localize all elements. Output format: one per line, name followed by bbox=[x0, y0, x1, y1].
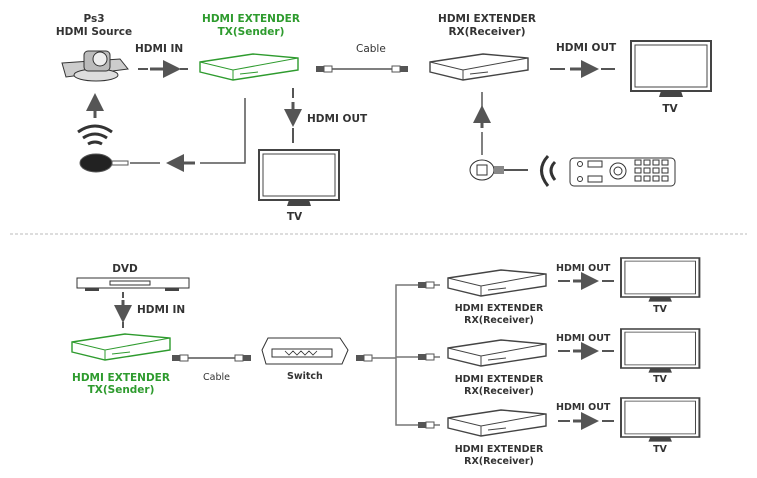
tx-label-line1: HDMI EXTENDER bbox=[202, 13, 300, 25]
rx-receiver-device-3 bbox=[447, 409, 547, 437]
cable-connection bbox=[315, 65, 409, 73]
tv-icon-2 bbox=[620, 328, 701, 374]
rx3-hdmi-out-label: HDMI OUT bbox=[556, 402, 611, 413]
source-label-line2: HDMI Source bbox=[55, 26, 133, 38]
rx-receiver-device bbox=[429, 53, 529, 81]
signal-waves-icon bbox=[540, 154, 557, 187]
tv-icon bbox=[630, 40, 712, 98]
tv-icon-1 bbox=[620, 257, 701, 303]
rx2-label-line2: RX(Receiver) bbox=[464, 386, 534, 397]
cable-label: Cable bbox=[356, 43, 386, 55]
rx-label-line2: RX(Receiver) bbox=[448, 26, 526, 38]
remote-control-icon bbox=[569, 157, 676, 187]
rx-receiver-device-1 bbox=[447, 269, 547, 297]
rx1-label-line2: RX(Receiver) bbox=[464, 315, 534, 326]
tx-sender-device bbox=[71, 333, 171, 361]
tx-label-line2: TX(Sender) bbox=[87, 384, 155, 396]
dvd-player-icon bbox=[76, 277, 190, 291]
rx3-tv-label: TV bbox=[653, 444, 667, 455]
tx-label-line2: TX(Sender) bbox=[217, 26, 285, 38]
source-label-line1: Ps3 bbox=[83, 13, 105, 25]
ir-emitter-icon bbox=[79, 153, 129, 173]
network-switch-icon bbox=[261, 337, 349, 365]
rx2-tv-label: TV bbox=[653, 374, 667, 385]
hdmi-out-label: HDMI OUT bbox=[556, 42, 617, 54]
rx1-hdmi-out-label: HDMI OUT bbox=[556, 263, 611, 274]
tv-icon-3 bbox=[620, 397, 701, 443]
ir-receiver-icon bbox=[469, 159, 528, 181]
tv-label: TV bbox=[662, 103, 678, 115]
rx1-label-line1: HDMI EXTENDER bbox=[454, 303, 544, 314]
tv-icon bbox=[258, 149, 340, 207]
rx1-tv-label: TV bbox=[653, 304, 667, 315]
tx-label-line1: HDMI EXTENDER bbox=[72, 372, 170, 384]
ir-path bbox=[130, 98, 246, 172]
rx2-hdmi-out-label: HDMI OUT bbox=[556, 333, 611, 344]
switch-label: Switch bbox=[287, 371, 323, 382]
hdmi-out-arrows bbox=[558, 272, 614, 430]
rx3-label-line1: HDMI EXTENDER bbox=[454, 444, 544, 455]
dvd-label: DVD bbox=[112, 263, 138, 275]
rx-label-line1: HDMI EXTENDER bbox=[438, 13, 536, 25]
rx3-label-line2: RX(Receiver) bbox=[464, 456, 534, 467]
rx2-label-line1: HDMI EXTENDER bbox=[454, 374, 544, 385]
tv-bottom-label: TV bbox=[286, 211, 303, 223]
cable-connection bbox=[171, 354, 252, 362]
hdmi-in-label: HDMI IN bbox=[135, 43, 184, 55]
rx-receiver-device-2 bbox=[447, 339, 547, 367]
signal-waves-icon bbox=[77, 124, 113, 146]
cable-label: Cable bbox=[203, 372, 230, 383]
camera-icon bbox=[61, 50, 129, 82]
cable-plug bbox=[355, 354, 373, 362]
tx-sender-device bbox=[199, 53, 299, 81]
hdmi-in-label: HDMI IN bbox=[137, 304, 186, 316]
rx-plugs bbox=[417, 281, 435, 429]
hdmi-out-down-label: HDMI OUT bbox=[307, 113, 368, 125]
